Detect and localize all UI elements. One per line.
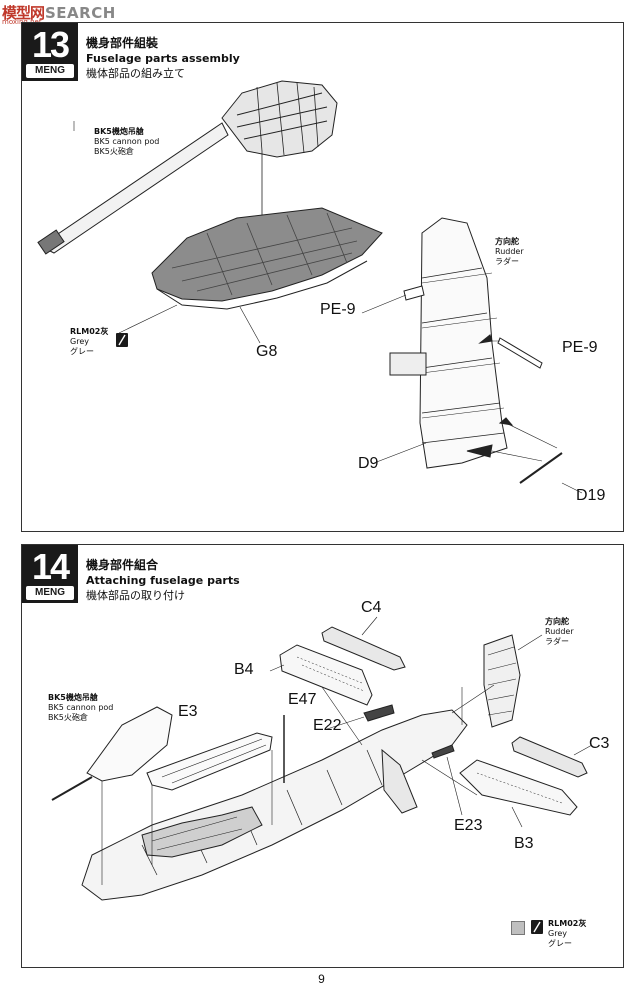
- paintbrush-icon: [531, 920, 543, 934]
- g8-tray: [151, 207, 383, 302]
- label-jp: グレー: [70, 347, 94, 356]
- cannon-pod-label: BK5機炮吊艙 BK5 cannon pod BK5火砲倉: [48, 693, 113, 723]
- paint-label: RLM02灰 Grey グレー: [548, 919, 586, 949]
- label-cn: 方向舵: [495, 237, 519, 246]
- step-14-drawing: [51, 616, 593, 901]
- label-en: Grey: [548, 929, 567, 938]
- label-en: Grey: [70, 337, 89, 346]
- brand-logo: MENG: [26, 64, 74, 78]
- label-cn: RLM02灰: [548, 919, 587, 928]
- part-d9-label: D9: [358, 455, 379, 472]
- wing-b3: [459, 759, 578, 816]
- rudder-label: 方向舵 Rudder ラダー: [545, 617, 574, 647]
- label-cn: RLM02灰: [70, 327, 109, 336]
- part-e22: [363, 704, 395, 722]
- step-number: 14: [31, 546, 70, 587]
- step-13-badge: 13 MENG: [22, 23, 78, 81]
- label-jp: ラダー: [495, 257, 519, 266]
- part-pe9-upper-label: PE-9: [320, 301, 356, 318]
- step-13-drawing: [37, 80, 583, 494]
- watermark-logo: 模型网: [2, 4, 45, 22]
- paintbrush-icon: [116, 333, 128, 347]
- step-13-panel: 13 MENG 機身部件組裝 Fuselage parts assembly 機…: [21, 22, 624, 532]
- part-c4-label: C4: [361, 599, 382, 616]
- part-e23: [431, 744, 455, 759]
- part-e22-label: E22: [313, 717, 342, 734]
- step-number: 13: [31, 24, 70, 65]
- cockpit: [141, 806, 263, 858]
- wing-c4: [321, 626, 406, 671]
- step-title-cn: 機身部件組合: [86, 558, 159, 572]
- label-en: BK5 cannon pod: [48, 703, 114, 712]
- rudder-14: [483, 634, 521, 728]
- page-number: 9: [318, 972, 325, 986]
- step-title-cn: 機身部件組裝: [86, 36, 159, 50]
- cannon-pod-top: [86, 706, 173, 782]
- label-en: Rudder: [495, 247, 524, 256]
- label-cn: 方向舵: [545, 617, 569, 626]
- label-jp: グレー: [548, 939, 572, 948]
- pe9-upper: [403, 285, 425, 301]
- part-g8-label: G8: [256, 343, 278, 360]
- pe9-lower: [497, 337, 543, 369]
- grey-swatch: [511, 921, 525, 935]
- d19-rod: [519, 452, 563, 484]
- part-c3-label: C3: [589, 735, 610, 752]
- label-jp: BK5火砲倉: [94, 147, 134, 156]
- watermark-brand: SEARCH: [45, 4, 116, 22]
- label-cn: BK5機炮吊艙: [94, 127, 144, 136]
- wing-c3: [511, 736, 588, 778]
- cannon-pod-body: [221, 80, 338, 158]
- part-e3-label: E3: [178, 703, 198, 720]
- step-14-header: 機身部件組合 Attaching fuselage parts 機体部品の取り付…: [86, 557, 240, 603]
- paint-label: RLM02灰 Grey グレー: [70, 327, 108, 357]
- step-title-en: Attaching fuselage parts: [86, 574, 240, 587]
- rudder-label: 方向舵 Rudder ラダー: [495, 237, 524, 267]
- step-13-header: 機身部件組裝 Fuselage parts assembly 機体部品の組み立て: [86, 35, 240, 81]
- brand-logo: MENG: [26, 586, 74, 600]
- step-title-en: Fuselage parts assembly: [86, 52, 240, 65]
- rudder-outline: [419, 217, 508, 469]
- tail-fin: [381, 748, 418, 814]
- label-cn: BK5機炮吊艙: [48, 693, 98, 702]
- step-14-badge: 14 MENG: [22, 545, 78, 603]
- part-pe9-lower-label: PE-9: [562, 339, 598, 356]
- part-e47-label: E47: [288, 691, 317, 708]
- cannon-pod-label: BK5機炮吊艙 BK5 cannon pod BK5火砲倉: [94, 127, 159, 157]
- label-jp: BK5火砲倉: [48, 713, 88, 722]
- muzzle-brake: [37, 229, 65, 255]
- part-b4-label: B4: [234, 661, 254, 678]
- label-jp: ラダー: [545, 637, 569, 646]
- part-e23-label: E23: [454, 817, 483, 834]
- rudder-hinge-block: [389, 352, 427, 376]
- step-title-jp: 機体部品の取り付け: [86, 589, 185, 602]
- label-en: Rudder: [545, 627, 574, 636]
- label-en: BK5 cannon pod: [94, 137, 160, 146]
- part-d19-label: D19: [576, 487, 606, 504]
- part-b3-label: B3: [514, 835, 534, 852]
- step-14-panel: 14 MENG 機身部件組合 Attaching fuselage parts …: [21, 544, 624, 968]
- step-title-jp: 機体部品の組み立て: [86, 67, 185, 80]
